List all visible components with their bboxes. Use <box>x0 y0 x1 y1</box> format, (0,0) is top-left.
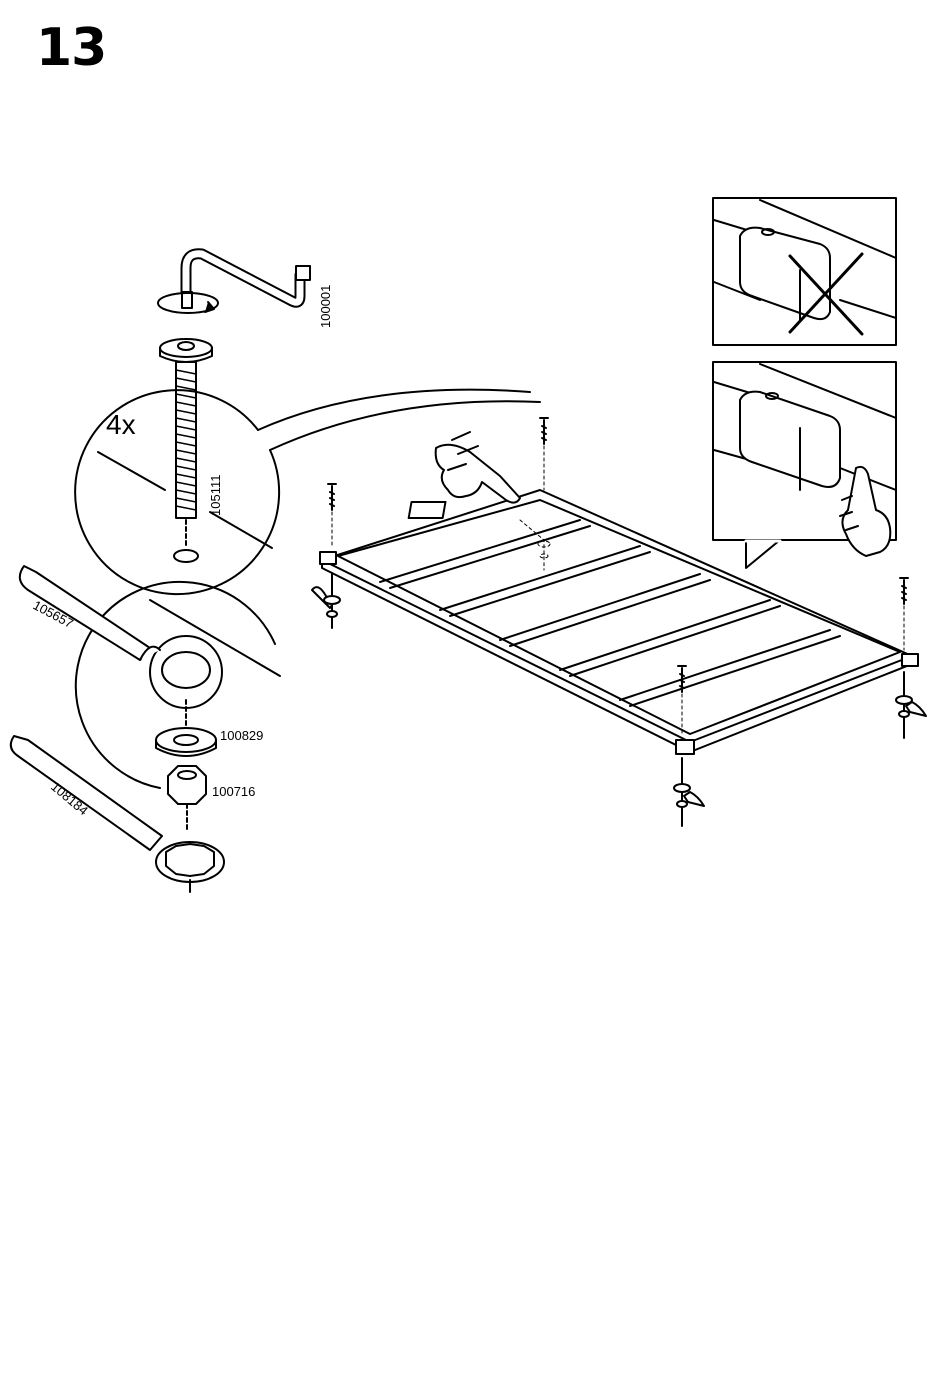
bolt-icon <box>160 339 212 518</box>
allen-key-part-label: 100001 <box>318 285 333 328</box>
washer-nut-set-icon <box>674 758 704 826</box>
washer-nut-set-icon <box>896 672 926 738</box>
nut-part-label: 100716 <box>212 784 255 799</box>
large-spanner-icon <box>20 566 222 708</box>
washer-nut-set-icon <box>312 574 340 628</box>
allen-key-icon <box>182 254 310 308</box>
screw-icon <box>328 484 336 546</box>
pointing-hand-icon <box>436 432 520 503</box>
bolt-part-label: 105111 <box>208 475 223 516</box>
screw-icon <box>540 418 548 490</box>
inset-incorrect <box>713 198 896 345</box>
screw-icon <box>900 578 908 650</box>
small-spanner-icon <box>11 736 224 892</box>
washer-icon <box>156 728 216 756</box>
washer-part-label: 100829 <box>220 728 263 743</box>
nut-icon <box>168 766 206 830</box>
